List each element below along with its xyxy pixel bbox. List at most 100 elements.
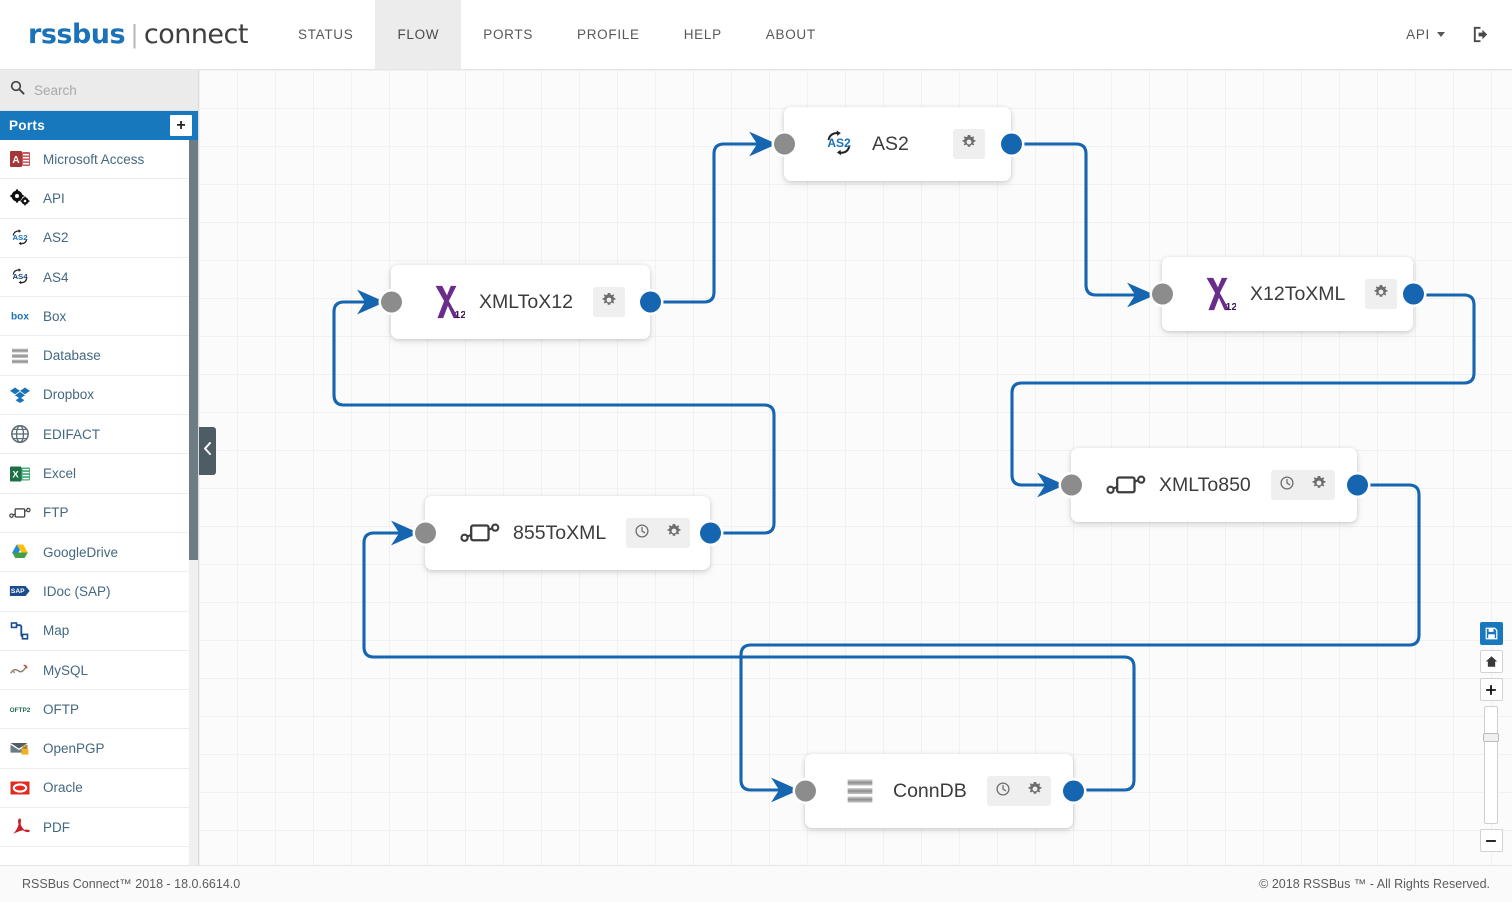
node-input-connector[interactable] [414, 522, 436, 544]
flow-node-label: X12ToXML [1250, 282, 1346, 305]
node-input-connector[interactable] [1060, 474, 1082, 496]
node-input-connector[interactable] [1151, 283, 1173, 305]
svg-text:12: 12 [455, 310, 465, 321]
sidebar-scrollbar-thumb[interactable] [189, 140, 198, 560]
node-settings-button[interactable] [1365, 279, 1398, 309]
sidebar-item-label: OpenPGP [43, 741, 105, 757]
edge-x12toxml-to-xmlto850 [1010, 293, 1476, 498]
nav-item-help[interactable]: HELP [662, 0, 744, 69]
node-output-connector[interactable] [1062, 780, 1084, 802]
nav-item-about[interactable]: ABOUT [744, 0, 838, 69]
excel-icon: X [9, 463, 31, 485]
nav-item-status[interactable]: STATUS [276, 0, 375, 69]
sidebar-item-api[interactable]: API [0, 179, 198, 219]
sidebar-item-label: EDIFACT [43, 426, 101, 442]
node-settings-button[interactable] [953, 129, 985, 159]
sidebar-item-googledrive[interactable]: GoogleDrive [0, 532, 198, 573]
zoom-in-button[interactable] [1479, 678, 1503, 701]
sidebar-item-database[interactable]: Database [0, 336, 198, 376]
node-output-connector[interactable] [1402, 283, 1424, 305]
node-schedule-button[interactable] [1270, 470, 1303, 500]
home-button[interactable] [1479, 650, 1503, 673]
sidebar-item-excel[interactable]: X Excel [0, 454, 198, 494]
node-output-connector[interactable] [699, 522, 721, 544]
oftp-icon: OFTP2 [9, 698, 31, 720]
flow-node-as2[interactable]: AS2 AS2 [773, 107, 1022, 181]
nav-item-profile[interactable]: PROFILE [555, 0, 662, 69]
sidebar-search-bar [0, 70, 198, 111]
node-input-connector[interactable] [794, 780, 816, 802]
flow-node-actions [953, 129, 985, 159]
api-dropdown-label: API [1406, 27, 1430, 42]
sidebar-item-label: PDF [43, 819, 70, 835]
sidebar-item-edifact[interactable]: EDIFACT [0, 415, 198, 455]
node-input-connector[interactable] [773, 133, 795, 155]
zoom-out-button[interactable] [1479, 829, 1503, 852]
sidebar-item-label: Excel [43, 466, 77, 482]
sidebar-item-openpgp[interactable]: OpenPGP [0, 729, 198, 769]
flow-node-conndb[interactable]: ConnDB [794, 754, 1084, 828]
sidebar-collapse-toggle[interactable] [199, 427, 216, 475]
as2-icon: AS2 [9, 227, 31, 249]
node-output-connector[interactable] [1346, 474, 1368, 496]
svg-text:AS2: AS2 [827, 136, 851, 150]
sidebar-item-label: Map [43, 623, 70, 639]
save-button[interactable] [1479, 622, 1503, 645]
ftp-icon [459, 512, 501, 554]
node-schedule-button[interactable] [626, 518, 659, 548]
sidebar-item-map[interactable]: Map [0, 611, 198, 651]
flow-node-x12toxml[interactable]: 12X12ToXML [1151, 257, 1424, 331]
node-settings-button[interactable] [658, 518, 691, 548]
node-settings-button[interactable] [1018, 776, 1051, 806]
sidebar-item-oracle[interactable]: Oracle [0, 768, 198, 809]
node-settings-button[interactable] [592, 287, 625, 317]
sidebar-item-label: IDoc (SAP) [43, 583, 111, 599]
box-icon: box [9, 305, 31, 327]
search-input[interactable] [34, 82, 184, 98]
flow-node-xmltox12[interactable]: 12XMLToX12 [380, 265, 661, 339]
node-input-connector[interactable] [380, 291, 402, 313]
node-output-connector[interactable] [1000, 133, 1022, 155]
sidebar-item-mysql[interactable]: MySQL [0, 650, 198, 691]
node-output-connector[interactable] [639, 291, 661, 313]
flow-node-xmlto850[interactable]: XMLTo850 [1060, 448, 1368, 522]
zoom-slider-thumb[interactable] [1483, 733, 1499, 742]
nav-item-flow[interactable]: FLOW [375, 0, 462, 69]
flow-node-label: ConnDB [893, 779, 967, 802]
api-dropdown[interactable]: API [1406, 27, 1445, 42]
nav-item-ports[interactable]: PORTS [461, 0, 555, 69]
node-settings-button[interactable] [1302, 470, 1335, 500]
add-port-button[interactable]: + [170, 115, 192, 136]
sidebar-item-ftp[interactable]: FTP [0, 493, 198, 533]
zoom-slider[interactable] [1483, 706, 1499, 824]
flow-canvas[interactable]: AS2AS212XMLToX1212X12ToXMLXMLTo850855ToX… [199, 70, 1512, 865]
sidebar-item-pdf[interactable]: PDF [0, 808, 198, 848]
sidebar-scrollbar[interactable] [189, 140, 198, 865]
flow-node-label: XMLTo850 [1159, 473, 1251, 496]
as2-icon: AS2 [818, 123, 860, 165]
svg-text:AS4: AS4 [12, 272, 28, 281]
gear-icon [1373, 284, 1389, 305]
flow-node-label: AS2 [872, 132, 909, 155]
sign-out-icon[interactable] [1471, 25, 1490, 44]
app-logo[interactable]: rssbus | connect [0, 0, 248, 69]
sidebar-item-dropbox[interactable]: Dropbox [0, 375, 198, 416]
as4-icon: AS4 [9, 266, 31, 288]
microsoft-access-icon: A [9, 148, 31, 170]
svg-text:OFTP2: OFTP2 [10, 707, 31, 714]
flow-node-855toxml[interactable]: 855ToXML [414, 496, 721, 570]
edge-as2-to-x12toxml [1020, 142, 1155, 308]
edge-855toxml-to-xmltox12 [332, 289, 776, 535]
node-schedule-button[interactable] [986, 776, 1019, 806]
brand-rssbus: rssbus [28, 19, 126, 50]
flow-node-actions [986, 776, 1051, 806]
edge-conndb-to-855toxml [362, 520, 1136, 792]
